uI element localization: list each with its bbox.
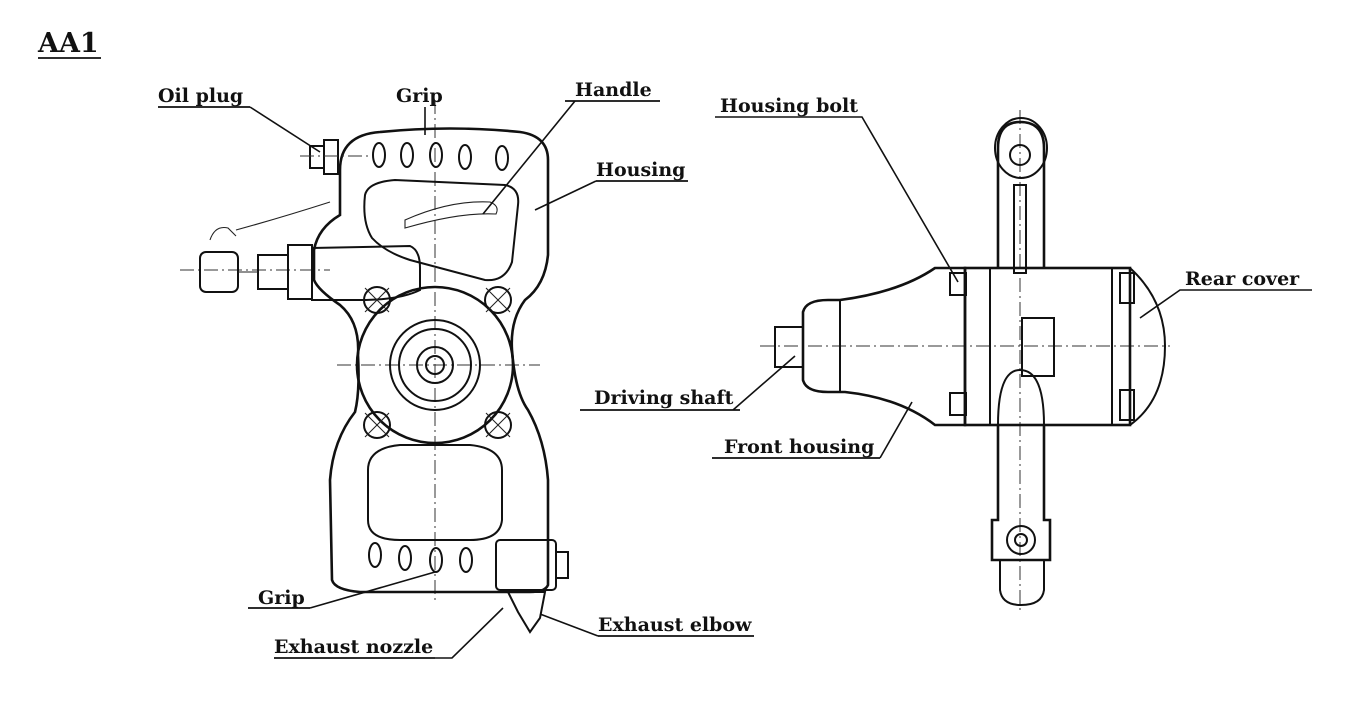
leader-grip-bottom <box>309 571 436 609</box>
handle-opening <box>363 178 520 282</box>
figure-title: AA1 <box>37 28 99 59</box>
valve-body <box>311 244 421 301</box>
label-rear-cover: Rear cover <box>1185 268 1300 290</box>
label-handle: Handle <box>575 79 652 101</box>
label-front-housing: Front housing <box>724 436 874 458</box>
housing-bolts-front <box>363 286 512 439</box>
label-housing-bolt: Housing bolt <box>720 95 858 117</box>
part-labels: Oil plug Grip Handle Housing Grip Exhaus… <box>158 79 1300 659</box>
grip-slots-bottom <box>368 542 473 573</box>
housing-bolts-side <box>949 272 1135 421</box>
handle-lever <box>404 201 498 229</box>
motor-housing-outer <box>355 285 515 445</box>
leader-exhaust-nozzle <box>435 607 504 659</box>
label-exhaust-nozzle: Exhaust nozzle <box>274 636 433 658</box>
upper-handle-side <box>994 117 1048 274</box>
main-body-side <box>963 266 1132 427</box>
leader-oil-plug <box>249 106 321 153</box>
leader-handle <box>482 100 576 215</box>
lower-handle-side <box>990 368 1052 607</box>
label-grip-bottom: Grip <box>258 587 305 609</box>
label-housing: Housing <box>596 159 685 181</box>
side-view-drawing <box>760 110 1170 610</box>
leader-front-housing <box>879 401 913 459</box>
front-view-drawing <box>180 100 569 634</box>
housing-outline <box>312 127 550 594</box>
air-inlet-fitting <box>199 201 331 300</box>
leader-rear-cover <box>1139 289 1312 319</box>
label-grip-top: Grip <box>396 85 443 107</box>
exhaust-elbow-part <box>495 539 569 634</box>
label-driving-shaft: Driving shaft <box>594 387 734 409</box>
label-exhaust-elbow: Exhaust elbow <box>598 614 752 636</box>
rear-cover-part <box>1129 267 1167 426</box>
leader-housing <box>534 180 597 211</box>
leader-lines <box>249 100 1312 659</box>
oil-plug-part <box>300 139 370 175</box>
grip-slots-top <box>372 142 509 171</box>
label-oil-plug: Oil plug <box>158 85 243 107</box>
leader-driving-shaft <box>732 355 796 411</box>
grip-opening-bottom <box>367 444 503 541</box>
leader-exhaust-elbow <box>539 613 599 637</box>
leader-housing-bolt <box>715 116 959 283</box>
